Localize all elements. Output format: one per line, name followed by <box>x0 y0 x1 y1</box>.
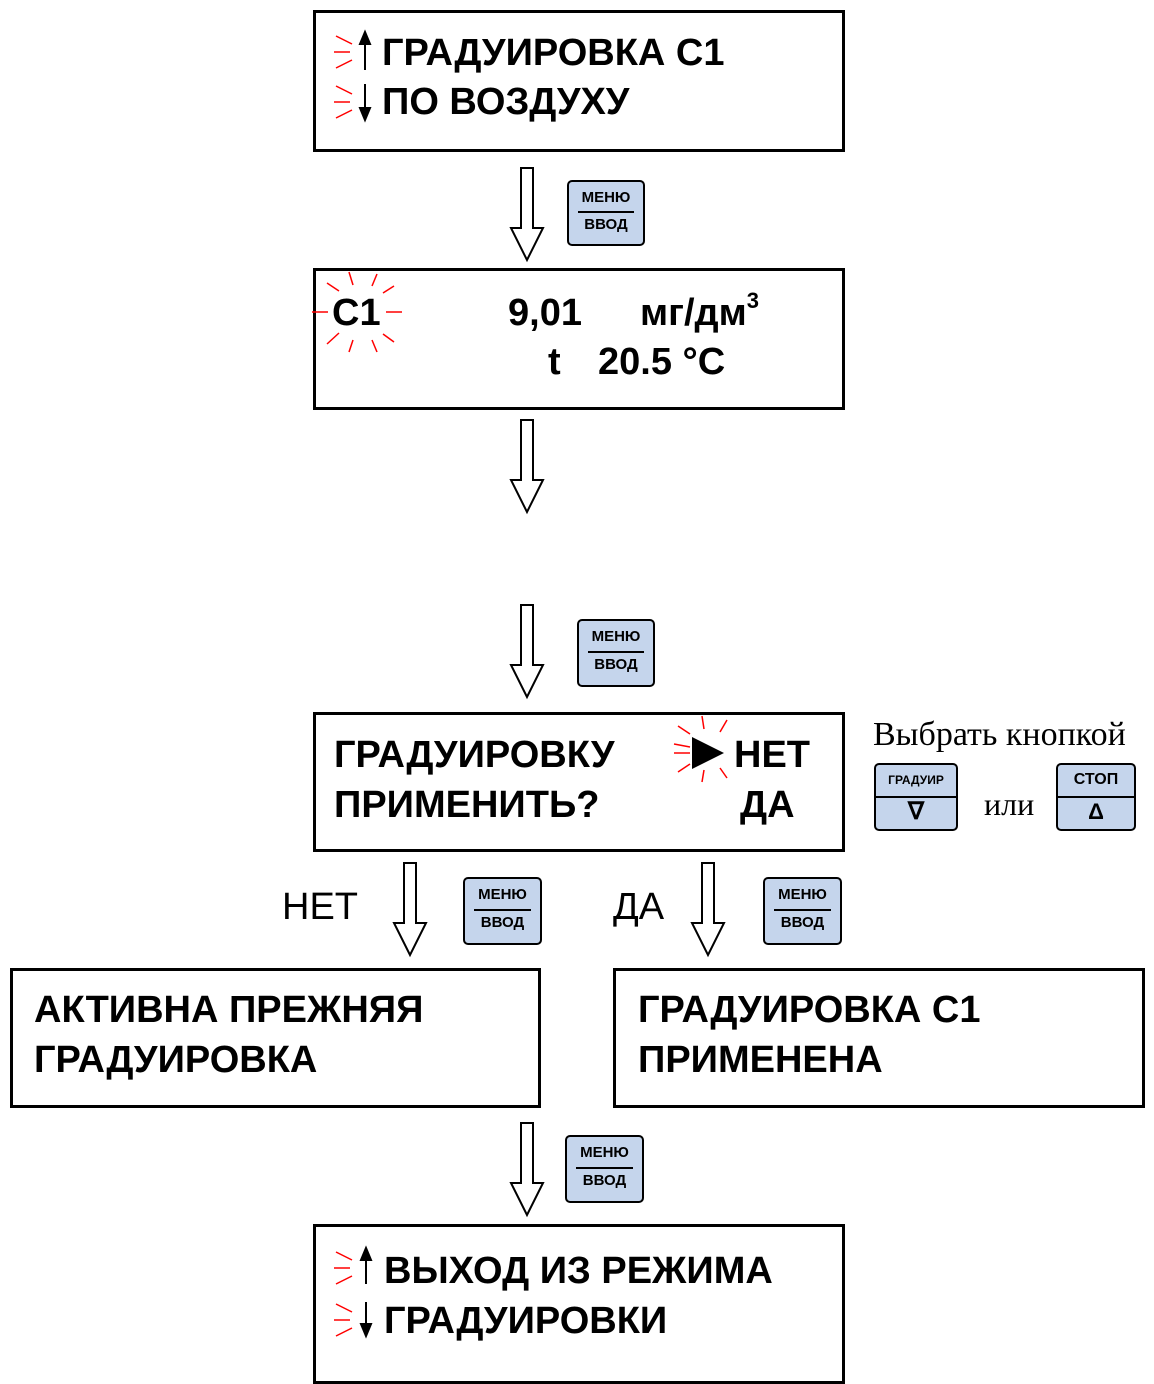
previous-line1: АКТИВНА ПРЕЖНЯЯ <box>34 989 424 1031</box>
selection-pointer-icon <box>692 737 724 769</box>
enter-key-label: ВВОД <box>780 914 825 931</box>
blink-marks-screen2 <box>312 271 402 353</box>
previous-line2: ГРАДУИРОВКА <box>34 1039 318 1081</box>
menu-enter-key[interactable]: МЕНЮ ВВОД <box>463 877 542 945</box>
temperature-value: 20.5 °С <box>598 341 726 383</box>
flow-arrow-1 <box>510 167 544 261</box>
key-divider <box>876 796 956 798</box>
apply-line1: ГРАДУИРОВКУ <box>334 734 615 776</box>
key-divider <box>474 909 531 911</box>
key-divider <box>588 651 644 653</box>
blink-marks-screen1 <box>334 35 353 119</box>
flow-arrow-4 <box>510 1122 544 1216</box>
key-divider <box>576 1167 633 1169</box>
menu-key-label: МЕНЮ <box>478 886 527 903</box>
screen-previous-calibration-active <box>10 968 541 1108</box>
exit-line2: ГРАДУИРОВКИ <box>384 1300 668 1342</box>
key-divider <box>774 909 831 911</box>
menu-enter-key[interactable]: МЕНЮ ВВОД <box>577 619 655 687</box>
applied-line2: ПРИМЕНЕНА <box>638 1039 883 1081</box>
enter-key-label: ВВОД <box>594 656 638 673</box>
blink-marks-screen6 <box>334 1251 353 1337</box>
up-arrow-icon <box>359 1245 373 1284</box>
up-arrow-icon <box>358 29 372 70</box>
enter-key-label: ВВОД <box>480 914 525 931</box>
select-hint-title: Выбрать кнопкой <box>873 716 1126 753</box>
flow-arrow-yes <box>691 862 725 956</box>
down-arrow-icon <box>358 84 372 123</box>
delta-up-icon: Δ <box>1088 799 1104 824</box>
enter-key-label: ВВОД <box>584 216 628 233</box>
stop-up-key[interactable]: СТОП Δ <box>1056 763 1136 831</box>
menu-enter-key[interactable]: МЕНЮ ВВОД <box>763 877 842 945</box>
measured-unit: мг/дм3 <box>640 290 759 334</box>
key-divider <box>578 211 634 213</box>
menu-key-label: МЕНЮ <box>581 189 631 206</box>
menu-enter-key[interactable]: МЕНЮ ВВОД <box>565 1135 644 1203</box>
screen-apply-calibration <box>313 712 845 852</box>
exit-line1: ВЫХОД ИЗ РЕЖИМА <box>384 1250 773 1292</box>
menu-key-label: МЕНЮ <box>580 1144 629 1161</box>
calibrate-key-label: ГРАДУИР <box>888 773 944 787</box>
branch-yes-label: ДА <box>613 886 665 928</box>
screen-calibration-applied <box>613 968 1145 1108</box>
option-yes[interactable]: ДА <box>740 784 795 826</box>
branch-no-label: НЕТ <box>282 886 358 928</box>
screen1-line2: ПО ВОЗДУХУ <box>382 81 630 123</box>
unit-superscript: 3 <box>746 288 759 313</box>
apply-line2: ПРИМЕНИТЬ? <box>334 784 600 826</box>
unit-text: мг/дм <box>640 292 747 334</box>
menu-key-label: МЕНЮ <box>591 628 641 645</box>
calibrate-down-key[interactable]: ГРАДУИР ∇ <box>874 763 958 831</box>
menu-enter-key[interactable]: МЕНЮ ВВОД <box>567 180 645 246</box>
option-no[interactable]: НЕТ <box>734 734 810 776</box>
key-divider <box>1058 796 1134 798</box>
measured-value: 9,01 <box>508 292 582 334</box>
select-hint-or: или <box>984 786 1035 822</box>
flow-arrow-2 <box>510 419 544 513</box>
stop-key-label: СТОП <box>1073 771 1119 788</box>
flow-arrow-no <box>393 862 427 956</box>
applied-line1: ГРАДУИРОВКА С1 <box>638 989 981 1031</box>
screen-measurement-c1 <box>313 268 845 410</box>
screen-calibration-c1-air <box>313 10 845 152</box>
enter-key-label: ВВОД <box>582 1172 627 1189</box>
screen1-line1: ГРАДУИРОВКА С1 <box>382 32 725 74</box>
blink-marks-screen3 <box>673 715 728 783</box>
screen-exit-calibration <box>313 1224 845 1384</box>
nabla-down-icon: ∇ <box>907 798 925 825</box>
channel-label: С1 <box>332 292 381 334</box>
menu-key-label: МЕНЮ <box>778 886 827 903</box>
down-arrow-icon <box>359 1302 373 1339</box>
flow-arrow-3 <box>510 604 544 698</box>
temperature-label: t <box>548 341 561 383</box>
